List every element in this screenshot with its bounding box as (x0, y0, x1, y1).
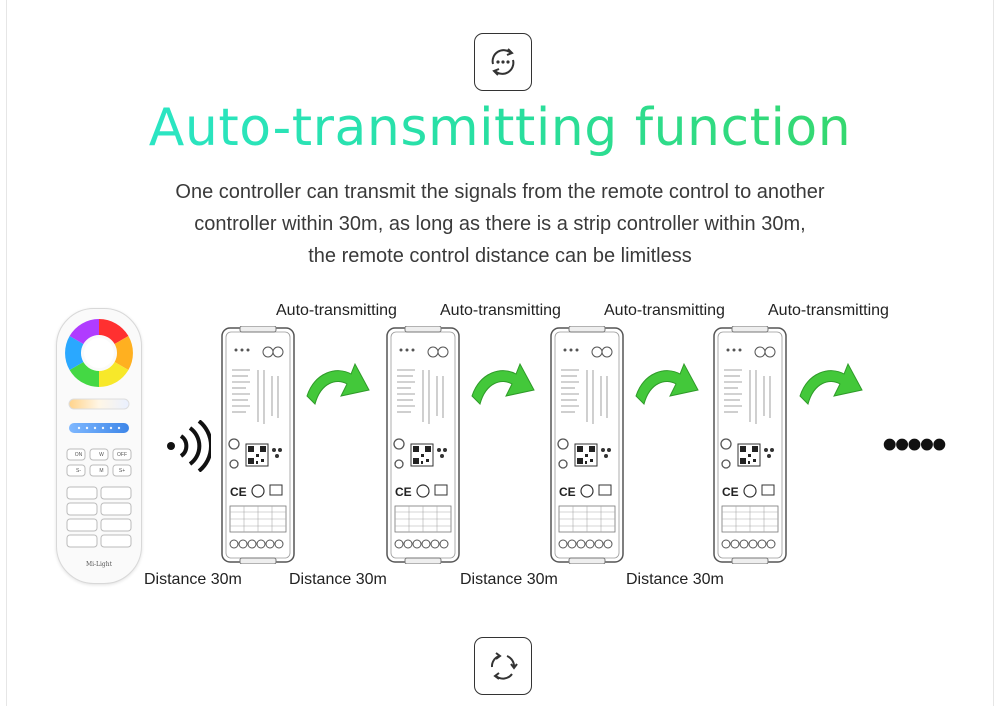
strip-controller-2: CE (385, 325, 461, 565)
green-arrow-icon (799, 362, 863, 405)
green-arrow-icon (306, 362, 370, 405)
distance-label-4: Distance 30m (626, 571, 724, 588)
remote-brand-logo: Mi-Light (85, 561, 113, 568)
auto-label-1: Auto-transmitting (276, 302, 397, 319)
svg-text:CE: CE (395, 485, 412, 499)
description-line-2: controller within 30m, as long as there … (194, 213, 806, 235)
distance-label-1: Distance 30m (144, 571, 242, 588)
page-title: Auto-transmitting function (0, 96, 1000, 160)
remote-m-button: M (99, 468, 104, 474)
remote-s-minus-button: S- (76, 468, 81, 474)
description-line-1: One controller can transmit the signals … (175, 181, 825, 203)
auto-label-3: Auto-transmitting (604, 302, 725, 319)
distance-label-3: Distance 30m (460, 571, 558, 588)
remote-control: ON W OFF S- M S+ Mi-Light (56, 308, 142, 584)
distance-label-2: Distance 30m (289, 571, 387, 588)
description-line-3: the remote control distance can be limit… (308, 245, 692, 267)
svg-text:CE: CE (559, 485, 576, 499)
left-border (6, 0, 7, 706)
remote-s-plus-button: S+ (118, 468, 126, 474)
svg-text:CE: CE (230, 485, 247, 499)
strip-controller-3: CE (549, 325, 625, 565)
remote-off-button: OFF (117, 452, 127, 458)
refresh-dots-icon (474, 33, 532, 91)
green-arrow-icon (635, 362, 699, 405)
strip-controller-4: CE (712, 325, 788, 565)
remote-on-button: ON (74, 452, 83, 458)
continuation-dots: ••••• (882, 420, 947, 469)
auto-label-2: Auto-transmitting (440, 302, 561, 319)
cycle-arrows-icon (474, 637, 532, 695)
right-border (993, 0, 994, 706)
description: One controller can transmit the signals … (100, 176, 900, 272)
strip-controller-1: CE (220, 325, 296, 565)
auto-label-4: Auto-transmitting (768, 302, 889, 319)
wireless-signal-icon (167, 420, 211, 472)
remote-w-button: W (99, 452, 104, 458)
green-arrow-icon (471, 362, 535, 405)
svg-text:CE: CE (722, 485, 739, 499)
